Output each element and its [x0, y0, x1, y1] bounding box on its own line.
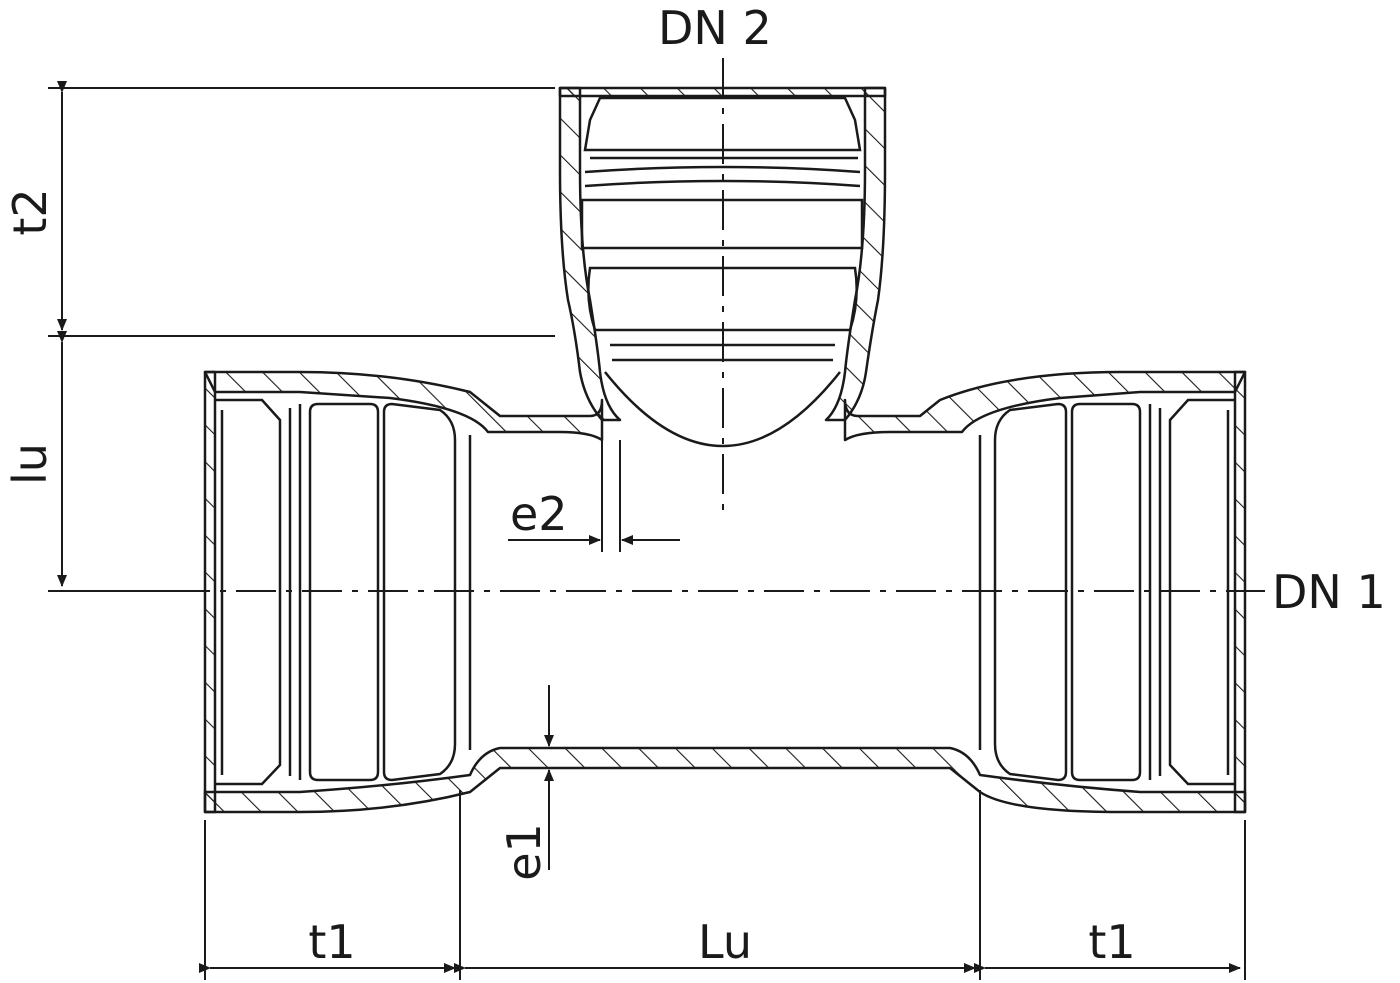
dimension-lines [48, 81, 1246, 980]
left-socket-grooves [215, 398, 472, 786]
bottom-wall [203, 746, 1247, 814]
centre-lines [170, 58, 1265, 592]
label-t2: t2 [3, 188, 57, 235]
branch-right-wall [824, 86, 887, 422]
label-dn1: DN 1 [1272, 565, 1386, 619]
label-lu-big: Lu [698, 915, 752, 969]
branch-left-wall [558, 86, 622, 422]
label-dn2: DN 2 [658, 1, 772, 55]
label-t1-right: t1 [1088, 915, 1135, 969]
label-lu-small: lu [3, 443, 57, 485]
labels: DN 2 DN 1 t2 lu e2 e1 t1 Lu t1 [3, 1, 1386, 969]
label-e1: e1 [497, 823, 551, 881]
label-e2: e2 [510, 487, 568, 541]
label-t1-left: t1 [308, 915, 355, 969]
